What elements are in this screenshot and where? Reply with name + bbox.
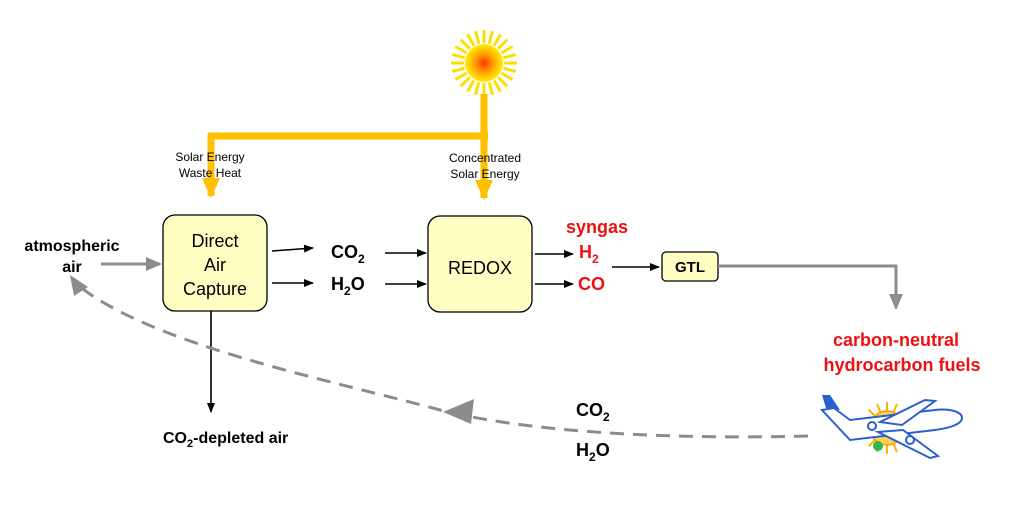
sun-ray — [892, 403, 898, 413]
solar-energy-lines — [202, 94, 493, 200]
sun-ray — [459, 38, 471, 50]
sun-ray — [454, 45, 468, 55]
air-label: air — [62, 259, 82, 276]
h2o-label: H2O — [331, 274, 365, 298]
sun-ray — [876, 403, 882, 413]
sun-ray — [497, 38, 509, 50]
co-label: CO — [578, 274, 605, 294]
dac-label-line2: Air — [204, 255, 226, 275]
concentrated-solar-energy-label: Solar Energy — [450, 167, 519, 181]
sun-ray — [454, 71, 468, 81]
sun-ray — [867, 408, 876, 417]
return-h2o-label: H2O — [576, 440, 610, 464]
gray-arrows — [101, 257, 903, 310]
sun-ray — [459, 76, 471, 88]
sun-ray — [492, 79, 502, 93]
sun-ray — [474, 30, 481, 45]
sun-ray — [487, 81, 494, 96]
syngas-label: syngas — [566, 217, 628, 237]
direct-air-capture-box — [162, 214, 268, 312]
flow-arrows — [207, 244, 660, 413]
sun-ray — [500, 45, 514, 55]
solar-energy-label: Solar Energy — [175, 150, 244, 164]
sun-ray — [502, 53, 517, 60]
sun-ray — [466, 79, 476, 93]
dac-label-line1: Direct — [191, 231, 238, 251]
sun-ray — [474, 81, 481, 96]
co2-depleted-air-label: CO2-depleted air — [163, 430, 288, 450]
concentrated-label: Concentrated — [449, 151, 521, 165]
redox-label: REDOX — [448, 258, 512, 278]
redox-box — [427, 215, 533, 313]
gtl-label: GTL — [675, 259, 705, 276]
sun-ray — [867, 439, 876, 448]
fuels-label-line1: carbon-neutral — [833, 330, 959, 350]
waste-heat-label: Waste Heat — [179, 166, 242, 180]
airplane-icon — [819, 395, 964, 460]
sun-ray — [497, 76, 509, 88]
co2-return-path — [70, 275, 809, 439]
atmospheric-label: atmospheric — [24, 238, 119, 255]
h2-label: H2 — [579, 242, 599, 266]
sun-ray — [466, 33, 476, 47]
sun-ray — [487, 30, 494, 45]
sun-ray — [500, 71, 514, 81]
sun-ray — [492, 33, 502, 47]
sun-icon — [451, 30, 517, 96]
dac-label-line3: Capture — [183, 279, 247, 299]
return-co2-label: CO2 — [576, 400, 610, 424]
sun-ray — [451, 53, 466, 60]
sun-ray — [892, 443, 898, 453]
sun-ray — [502, 66, 517, 73]
co2-label: CO2 — [331, 242, 365, 266]
fuels-label-line2: hydrocarbon fuels — [823, 355, 980, 375]
sun-ray — [451, 66, 466, 73]
